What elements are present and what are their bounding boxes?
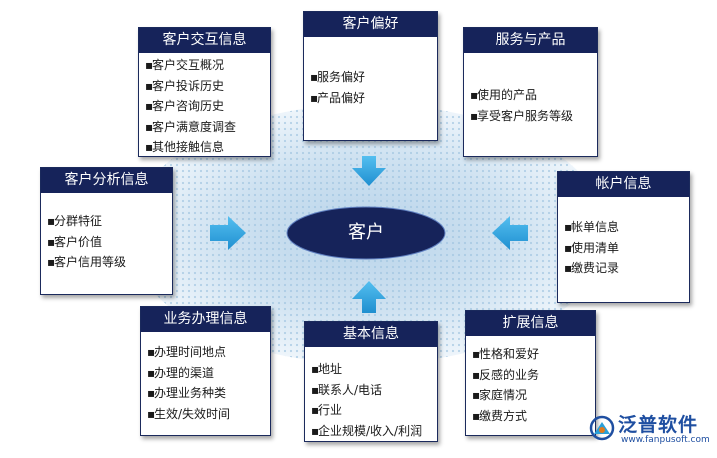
card-title: 客户分析信息 — [41, 168, 172, 193]
card-title: 客户偏好 — [304, 12, 437, 37]
arrow-left-icon — [492, 216, 528, 250]
center-node — [287, 207, 445, 259]
center-node-label: 客户 — [348, 222, 384, 243]
card-item: ▪联系人/电话 — [311, 382, 383, 397]
card-customer-analysis: 客户分析信息 ▪分群特征 ▪客户价值 ▪客户信用等级 — [40, 167, 173, 295]
card-item: ▪使用清单 — [564, 240, 620, 255]
card-item: ▪办理业务种类 — [147, 386, 227, 400]
arrow-down-icon — [352, 156, 386, 186]
card-customer-preference: 客户偏好 ▪服务偏好 ▪产品偏好 — [303, 11, 438, 141]
arrow-right-icon — [210, 216, 246, 250]
card-item: ▪生效/失效时间 — [147, 406, 231, 421]
card-customer-interaction: 客户交互信息 ▪客户交互概况 ▪客户投诉历史 ▪客户咨询历史 ▪客户满意度调查 … — [138, 27, 271, 157]
card-item: ▪服务偏好 — [310, 70, 366, 84]
card-title: 服务与产品 — [464, 28, 597, 53]
card-item: ▪性格和爱好 — [472, 347, 540, 361]
card-account-info: 帐户信息 ▪帐单信息 ▪使用清单 ▪缴费记录 — [557, 171, 690, 303]
logo-url: www.fanpusoft.com — [621, 435, 710, 445]
card-item: ▪客户交互概况 — [145, 58, 225, 72]
card-item: ▪行业 — [311, 403, 343, 417]
card-title: 基本信息 — [305, 322, 437, 347]
card-service-product: 服务与产品 ▪使用的产品 ▪享受客户服务等级 — [463, 27, 598, 157]
card-business-handling: 业务办理信息 ▪办理时间地点 ▪办理的渠道 ▪办理业务种类 ▪生效/失效时间 — [140, 306, 271, 436]
card-title: 业务办理信息 — [141, 307, 270, 332]
card-item: ▪客户价值 — [47, 234, 103, 249]
card-item: ▪享受客户服务等级 — [470, 108, 574, 123]
logo-name: 泛普软件 — [618, 414, 699, 436]
card-basic-info: 基本信息 ▪地址 ▪联系人/电话 ▪行业 ▪企业规模/收入/利润 — [304, 321, 438, 442]
card-item: ▪反感的业务 — [472, 367, 540, 382]
card-title: 帐户信息 — [558, 172, 689, 197]
card-item: ▪帐单信息 — [564, 220, 620, 234]
watermark-logo: 泛普软件 www.fanpusoft.com — [588, 408, 714, 452]
card-extended-info: 扩展信息 ▪性格和爱好 ▪反感的业务 ▪家庭情况 ▪缴费方式 — [465, 310, 596, 436]
card-title: 客户交互信息 — [139, 28, 270, 53]
card-item: ▪办理时间地点 — [147, 345, 227, 359]
card-item: ▪办理的渠道 — [147, 365, 215, 380]
card-item: ▪客户信用等级 — [47, 255, 127, 269]
card-item: ▪其他接触信息 — [145, 140, 225, 154]
card-item: ▪客户投诉历史 — [145, 78, 225, 93]
logo-icon — [589, 415, 615, 441]
card-item: ▪使用的产品 — [470, 88, 538, 102]
card-item: ▪缴费记录 — [564, 261, 620, 275]
card-item: ▪缴费方式 — [472, 408, 528, 423]
card-item: ▪分群特征 — [47, 214, 103, 228]
card-item: ▪企业规模/收入/利润 — [311, 423, 423, 438]
card-item: ▪客户满意度调查 — [145, 119, 237, 134]
arrow-up-icon — [352, 281, 386, 313]
card-title: 扩展信息 — [466, 311, 595, 336]
card-item: ▪地址 — [311, 362, 343, 376]
card-item: ▪家庭情况 — [472, 388, 528, 402]
card-item: ▪产品偏好 — [310, 90, 366, 105]
card-item: ▪客户咨询历史 — [145, 99, 225, 113]
